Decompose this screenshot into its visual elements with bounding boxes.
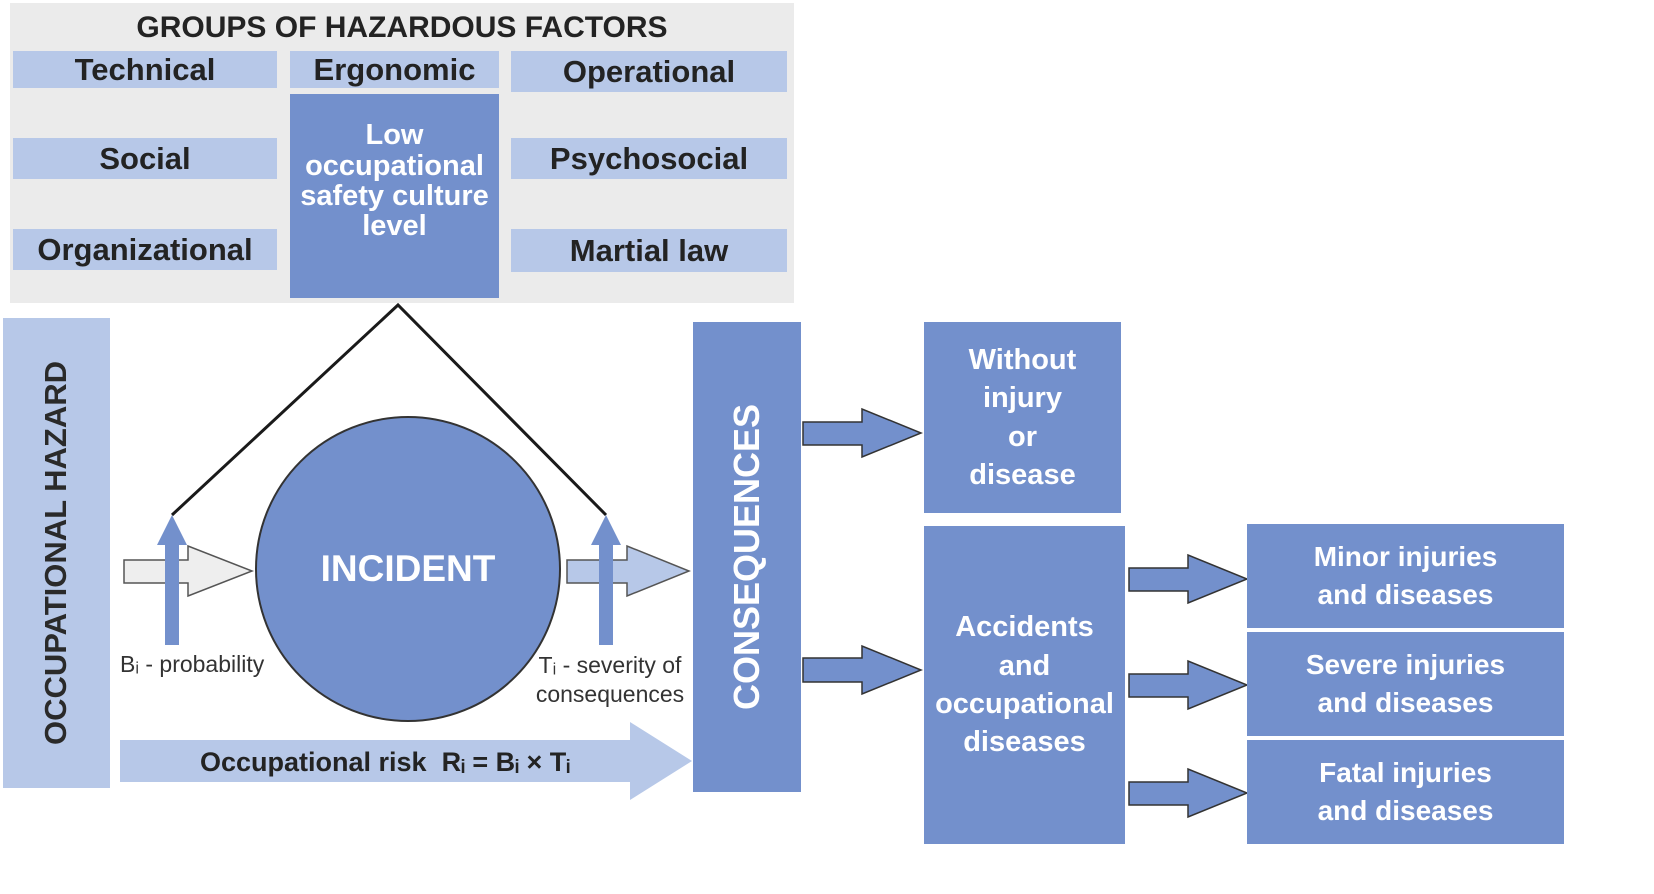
occupational-hazard-label: OCCUPATIONAL HAZARD [38,360,74,746]
risk-text: Occupational risk Rᵢ = Bᵢ × Tᵢ [200,744,620,780]
severity-arrow [591,515,621,645]
outcome-accidents: Accidents and occupational diseases [924,526,1125,844]
factor-martial-law: Martial law [511,229,787,272]
risk-label: Occupational risk [200,747,427,777]
outcome-fatal: Fatal injuries and diseases [1247,740,1564,844]
factor-organizational: Organizational [13,229,277,270]
risk-arrow [120,722,692,800]
outcome-minor: Minor injuries and diseases [1247,524,1564,628]
outcome-severe: Severe injuries and diseases [1247,632,1564,736]
arrow-to-severe [1128,659,1249,711]
risk-formula: Rᵢ = Bᵢ × Tᵢ [441,747,571,777]
connector-lines [170,302,608,517]
factor-technical: Technical [13,51,277,88]
factor-psychosocial: Psychosocial [511,138,787,179]
input-arrow [123,544,255,598]
consequences-bar: CONSEQUENCES [693,322,801,792]
probability-arrow [157,515,187,645]
factor-ergonomic: Ergonomic [290,51,499,88]
severity-label: Tᵢ - severity of consequences [535,652,685,707]
probability-label: Bᵢ - probability [120,651,265,677]
outcome-without-injury: Without injury or disease [924,322,1121,513]
hazard-groups-title: GROUPS OF HAZARDOUS FACTORS [136,11,668,44]
arrow-to-without [802,407,923,459]
incident-circle [255,416,561,722]
consequences-label: CONSEQUENCES [726,403,767,711]
arrow-to-accidents [802,644,923,696]
occupational-hazard-bar: OCCUPATIONAL HAZARD [3,318,110,788]
factor-social: Social [13,138,277,179]
safety-culture-box: Low occupational safety culture level [290,94,499,298]
arrow-to-minor [1128,553,1249,605]
factor-operational: Operational [511,51,787,92]
output-arrow [566,544,692,598]
arrow-to-fatal [1128,767,1249,819]
incident-label: INCIDENT [320,548,496,589]
